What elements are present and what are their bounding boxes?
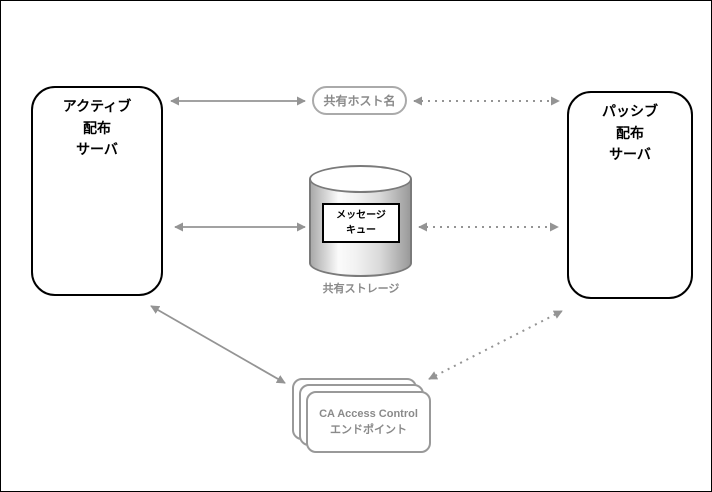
ca-access-control-endpoints-node: CA Access Control エンドポイント xyxy=(306,391,431,453)
shared-hostname-node: 共有ホスト名 xyxy=(312,86,407,115)
shared-storage-caption: 共有ストレージ xyxy=(322,283,400,295)
shared-storage-cylinder: メッセージ キュー xyxy=(309,165,412,277)
arrow-active-to-endpoints xyxy=(150,305,286,384)
active-distribution-server-node: アクティブ 配布 サーバ xyxy=(31,86,163,296)
cylinder-top-ellipse xyxy=(309,165,412,193)
arrow-endpoints-to-passive xyxy=(428,310,563,380)
passive-distribution-server-node: パッシブ 配布 サーバ xyxy=(567,91,693,299)
message-queue-label: メッセージ キュー xyxy=(322,203,400,243)
